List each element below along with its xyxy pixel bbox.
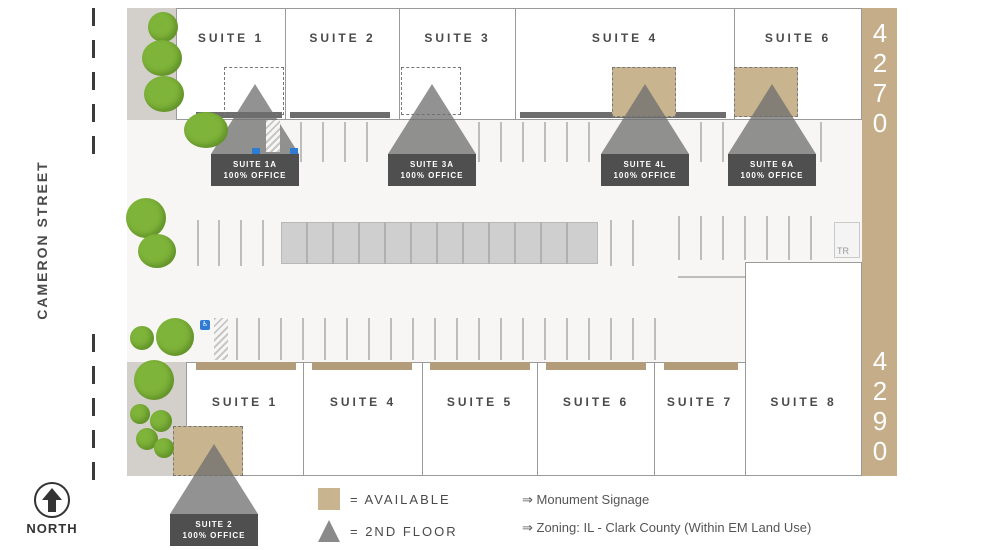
address-digit: 9 — [872, 406, 888, 436]
address-digit: 2 — [872, 48, 888, 78]
second-floor-marker-6a — [728, 84, 816, 154]
accessible-parking-icon — [252, 148, 260, 154]
legend-available-label: = AVAILABLE — [350, 492, 451, 507]
address-digit: 0 — [872, 108, 888, 138]
south-suite-8[interactable]: SUITE 8 — [745, 262, 862, 476]
suite-label: SUITE 2 — [309, 31, 376, 45]
note-monument-signage: ⇒ Monument Signage — [522, 492, 650, 507]
street-name: CAMERON STREET — [34, 160, 50, 320]
accessible-parking-stall — [266, 120, 280, 152]
tag-suite-4l: SUITE 4L 100% OFFICE — [601, 154, 689, 186]
south-suite-6[interactable]: SUITE 6 — [537, 362, 655, 476]
suite-label: SUITE 4 — [329, 395, 397, 409]
address-digit: 0 — [872, 436, 888, 466]
second-floor-marker-3a — [388, 84, 476, 154]
trash-label: TR — [837, 246, 849, 256]
tag-suite-3a: SUITE 3A 100% OFFICE — [388, 154, 476, 186]
suite-label: SUITE 5 — [446, 395, 514, 409]
south-suite-5[interactable]: SUITE 5 — [422, 362, 538, 476]
center-island — [281, 222, 598, 264]
suite-label: SUITE 6 — [764, 31, 832, 45]
suite-label: SUITE 3 — [424, 31, 491, 45]
tag-suite-1a: SUITE 1A 100% OFFICE — [211, 154, 299, 186]
suite-label: SUITE 6 — [562, 395, 630, 409]
accessible-parking-icon: ♿ — [200, 320, 210, 330]
address-digit: 7 — [872, 78, 888, 108]
second-floor-marker-suite-2 — [170, 444, 258, 514]
suite-label: SUITE 8 — [770, 395, 837, 409]
suite-label: SUITE 1 — [197, 31, 265, 45]
suite-label: SUITE 4 — [591, 31, 659, 45]
legend-second-floor-icon — [318, 520, 340, 542]
legend-second-floor-label: = 2ND FLOOR — [350, 524, 458, 539]
address-digit: 2 — [872, 376, 888, 406]
south-suite-7[interactable]: SUITE 7 — [654, 362, 746, 476]
legend-available-swatch — [318, 488, 340, 510]
address-digit: 4 — [872, 346, 888, 376]
south-suite-4[interactable]: SUITE 4 — [303, 362, 423, 476]
suite-label: SUITE 1 — [211, 395, 279, 409]
tag-suite-6a: SUITE 6A 100% OFFICE — [728, 154, 816, 186]
second-floor-marker-1a — [211, 84, 299, 154]
note-zoning: ⇒ Zoning: IL - Clark County (Within EM L… — [522, 520, 812, 535]
north-suite-2[interactable]: SUITE 2 — [285, 8, 400, 120]
north-arrow-icon — [34, 482, 70, 518]
tag-suite-2: SUITE 2 100% OFFICE — [170, 514, 258, 546]
second-floor-marker-4l — [601, 84, 689, 154]
trash-enclosure — [834, 222, 860, 258]
north-label: NORTH — [26, 521, 78, 536]
address-digit: 4 — [872, 18, 888, 48]
suite-label: SUITE 7 — [666, 395, 734, 409]
address-band — [862, 8, 897, 476]
